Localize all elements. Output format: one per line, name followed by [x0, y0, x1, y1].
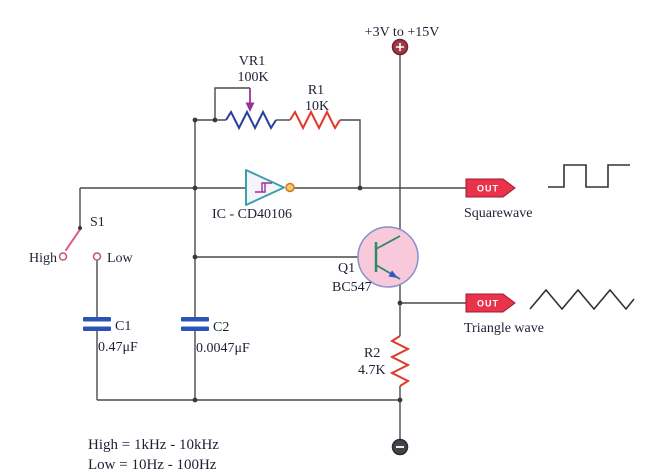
trianglewave-icon	[529, 288, 635, 311]
labels: +3V to +15V VR1 100K R1 10K IC - CD40106…	[29, 25, 544, 473]
s1-contact-high	[58, 252, 68, 261]
note-high-range: High = 1kHz - 10kHz	[88, 437, 219, 453]
power-label: +3V to +15V	[365, 25, 440, 40]
s1-high-label: High	[29, 251, 57, 266]
junction-dot	[192, 254, 198, 260]
q1-body	[357, 226, 419, 288]
c2-plate-top	[181, 317, 209, 322]
out-arrow-triangle	[465, 293, 516, 313]
r2-ref-label: R2	[364, 346, 380, 361]
wire-feedback-right	[340, 119, 361, 188]
ground-terminal	[391, 438, 409, 456]
junction-dot	[397, 300, 403, 306]
junction-dot	[192, 117, 198, 123]
q1-value-label: BC547	[332, 280, 372, 295]
s1-contact-low	[92, 252, 102, 261]
junction-dot	[397, 397, 403, 403]
switch-s1	[58, 226, 102, 261]
out-badge-triangle-label: OUT	[477, 299, 499, 309]
c1-plate-bottom	[83, 326, 111, 331]
vr1-wiper-arrowhead	[245, 102, 255, 112]
out-badge-triangle: OUT	[465, 293, 516, 313]
c1-ref-label: C1	[115, 319, 131, 334]
out-arrow-square	[465, 178, 516, 198]
transistor-q1	[357, 226, 419, 288]
junction-dots	[192, 117, 403, 403]
vr1-value-label: 100K	[237, 70, 268, 85]
r1-ref-label: R1	[308, 83, 324, 98]
squarewave-icon	[548, 164, 630, 188]
note-low-range: Low = 10Hz - 100Hz	[88, 457, 217, 473]
inverter-output-bubble	[285, 182, 295, 193]
capacitor-c1	[83, 317, 111, 331]
out-badge-square: OUT	[465, 178, 516, 198]
trianglewave-output-label: Triangle wave	[464, 321, 544, 336]
s1-ref-label: S1	[90, 215, 105, 230]
junction-dot	[357, 185, 363, 191]
q1-collector-lead	[375, 235, 401, 250]
r1-value-label: 10K	[305, 99, 329, 114]
ic-label: IC - CD40106	[212, 207, 292, 222]
power-terminal	[391, 38, 409, 56]
q1-ref-label: Q1	[338, 261, 355, 276]
r1-zigzag	[289, 109, 341, 131]
r2-zigzag	[389, 335, 411, 387]
wire-wiper-loop	[214, 87, 250, 120]
q1-emitter-arrow	[388, 270, 398, 278]
vr1-ref-label: VR1	[239, 54, 265, 69]
squarewave-output-label: Squarewave	[464, 206, 532, 221]
vr1-zigzag	[225, 109, 277, 131]
capacitor-c2	[181, 317, 209, 331]
wires	[79, 54, 466, 440]
c2-ref-label: C2	[213, 320, 229, 335]
hysteresis-icon	[255, 182, 272, 193]
out-badge-square-label: OUT	[477, 184, 499, 194]
s1-lever	[65, 227, 82, 251]
junction-dot	[192, 397, 198, 403]
junction-dot	[192, 185, 198, 191]
c1-value-label: 0.47μF	[98, 340, 138, 355]
junction-dot	[212, 117, 218, 123]
s1-pivot-dot	[78, 226, 82, 230]
c2-plate-bottom	[181, 326, 209, 331]
c2-value-label: 0.0047μF	[196, 341, 250, 356]
schmitt-inverter	[245, 169, 295, 206]
r2-value-label: 4.7K	[358, 363, 386, 378]
vr1-potentiometer	[225, 88, 277, 131]
c1-plate-top	[83, 317, 111, 322]
s1-low-label: Low	[107, 251, 134, 266]
power-plus-glyph	[396, 43, 404, 51]
